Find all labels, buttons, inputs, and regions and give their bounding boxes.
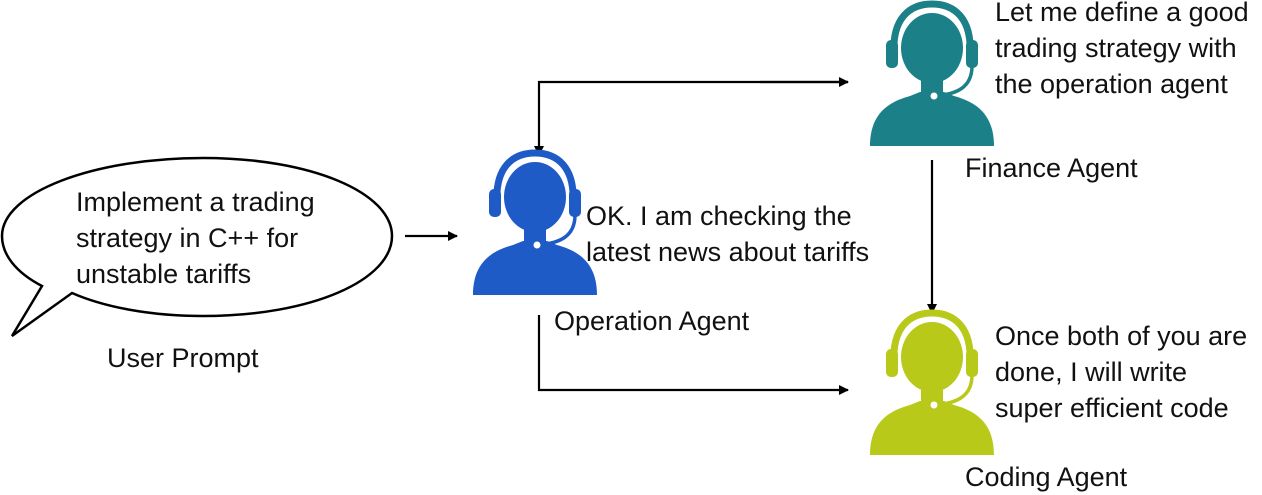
finance-agent-speech-line: trading strategy with [995,33,1237,63]
finance-agent-speech-line: Let me define a good [995,0,1249,27]
finance-agent-speech-line: the operation agent [995,69,1228,99]
coding-agent-speech-line: Once both of you are [995,321,1248,351]
operation-agent-speech-line: latest news about tariffs [586,237,870,267]
user-prompt-line: strategy in C++ for [76,223,299,253]
coding-agent-speech-line: super efficient code [995,393,1229,423]
user-prompt-line: Implement a trading [76,187,315,217]
finance-agent-label: Finance Agent [965,153,1138,183]
arrow-finance-to-operation [534,80,848,156]
operation-agent-label: Operation Agent [554,306,750,336]
coding-agent-icon [870,309,994,455]
user-prompt-bubble-text: Implement a trading strategy in C++ for … [76,184,315,292]
speech-bubble [0,156,394,338]
finance-agent-icon [870,0,994,146]
user-prompt-line: unstable tariffs [76,259,252,289]
finance-agent-speech: Let me define a good trading strategy wi… [995,0,1249,102]
user-prompt-label: User Prompt [107,343,259,373]
operation-agent-icon [473,149,597,295]
arrow-operation-to-coding [537,315,849,395]
coding-agent-label: Coding Agent [965,462,1128,492]
coding-agent-speech: Once both of you are done, I will write … [995,318,1247,426]
coding-agent-speech-line: done, I will write [995,357,1188,387]
operation-agent-speech-line: OK. I am checking the [586,201,852,231]
connectors [405,77,937,395]
operation-agent-speech: OK. I am checking the latest news about … [586,198,869,270]
